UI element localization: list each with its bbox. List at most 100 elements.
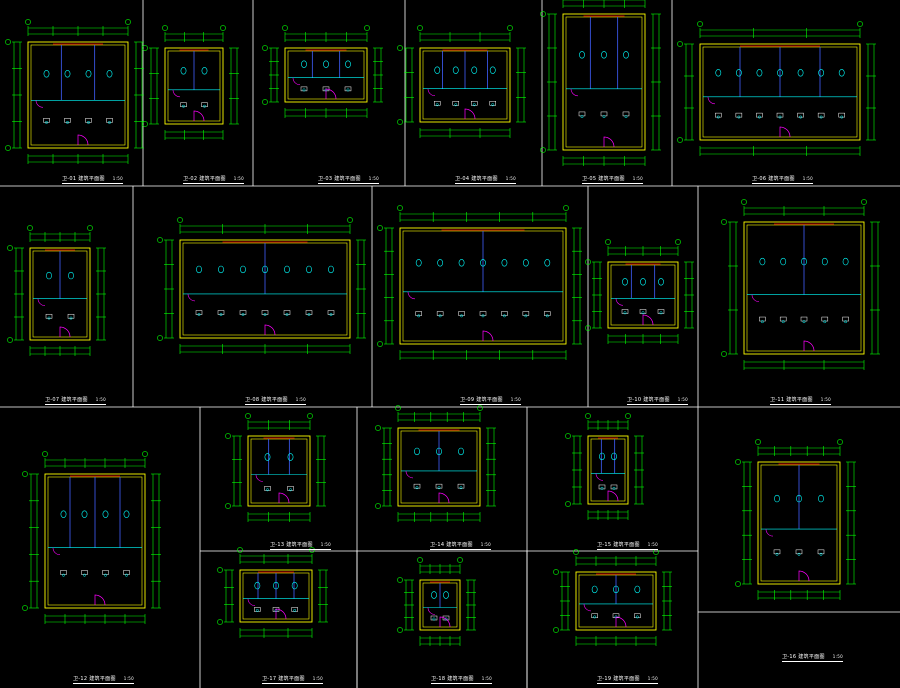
toilet-fixture — [599, 452, 605, 461]
axis-bubble — [553, 569, 559, 575]
toilet-fixture — [287, 453, 294, 461]
toilet-fixture — [601, 51, 607, 59]
floor-plan-18 — [397, 557, 476, 646]
drain-fixture — [45, 120, 48, 124]
drain-fixture — [346, 88, 350, 92]
floor-plan-12 — [22, 451, 161, 624]
drain-fixture — [454, 103, 458, 107]
basin-fixture — [106, 118, 113, 123]
drain-fixture — [760, 320, 764, 324]
door-swing — [278, 492, 290, 504]
drain-fixture — [635, 615, 639, 619]
drain-fixture — [62, 573, 65, 577]
caption-underline — [270, 549, 331, 550]
axis-bubble — [585, 413, 591, 419]
drain-fixture — [823, 320, 827, 324]
axis-bubble — [87, 225, 93, 231]
plan-caption-scale: 1:50 — [295, 397, 306, 402]
toilet-fixture — [262, 265, 268, 274]
toilet-fixture — [471, 66, 478, 74]
basin-fixture — [600, 111, 608, 117]
axis-bubble — [142, 451, 148, 457]
axis-bubble — [157, 237, 163, 243]
plan-caption-scale: 1:50 — [123, 676, 134, 681]
plan-caption-scale: 1:50 — [677, 397, 688, 402]
toilet-fixture — [46, 271, 52, 280]
drain-fixture — [69, 316, 73, 320]
axis-bubble — [397, 205, 403, 211]
basin-fixture — [598, 484, 606, 490]
basin-fixture — [434, 101, 441, 106]
drain-fixture — [47, 316, 51, 320]
axis-bubble — [721, 351, 727, 357]
outer-wall — [743, 221, 865, 355]
door-swing — [94, 594, 106, 606]
basin-fixture — [415, 311, 422, 316]
toilet-fixture — [106, 70, 113, 78]
door-swing — [438, 492, 450, 504]
basin-fixture — [283, 310, 291, 315]
drain-fixture — [203, 104, 206, 108]
toilet-fixture — [68, 271, 74, 280]
toilet-fixture — [458, 259, 465, 267]
outer-wall — [699, 43, 861, 141]
basin-fixture — [287, 486, 294, 491]
floor-plan-7 — [7, 225, 106, 356]
stall-door — [52, 547, 61, 555]
toilet-fixture — [436, 447, 442, 456]
axis-bubble — [585, 259, 591, 265]
drain-fixture — [641, 311, 645, 315]
drain-fixture — [844, 320, 848, 324]
basin-fixture — [489, 101, 496, 106]
toilet-fixture — [345, 60, 351, 68]
basin-fixture — [201, 102, 208, 107]
door-swing — [77, 134, 89, 146]
toilet-fixture — [613, 585, 619, 594]
toilet-fixture — [180, 67, 187, 75]
toilet-fixture — [658, 278, 664, 286]
stall-door — [615, 298, 624, 306]
drain-fixture — [600, 486, 604, 490]
toilet-fixture — [328, 265, 334, 274]
axis-bubble — [375, 503, 381, 509]
drain-fixture — [737, 115, 741, 119]
plan-caption-scale: 1:50 — [510, 397, 521, 402]
basin-fixture — [217, 310, 225, 315]
toilet-fixture — [85, 70, 92, 78]
basin-fixture — [452, 101, 459, 106]
axis-bubble — [162, 25, 168, 31]
inner-wall — [30, 44, 126, 146]
drain-fixture — [840, 115, 844, 119]
drain-fixture — [775, 552, 779, 556]
basin-fixture — [305, 310, 313, 315]
plan-caption-scale: 1:50 — [95, 397, 106, 402]
axis-bubble — [142, 45, 148, 51]
axis-bubble — [857, 21, 863, 27]
drain-fixture — [602, 115, 606, 119]
axis-bubble — [22, 471, 28, 477]
axis-bubble — [625, 413, 631, 419]
axis-bubble — [125, 19, 131, 25]
axis-bubble — [417, 557, 423, 563]
stall-door — [427, 607, 436, 615]
drain-fixture — [778, 115, 782, 119]
outer-wall — [397, 427, 481, 507]
toilet-fixture — [522, 259, 529, 267]
axis-bubble — [225, 503, 231, 509]
axis-bubble — [565, 501, 571, 507]
stall-door — [570, 88, 579, 97]
basin-fixture — [773, 549, 781, 555]
floor-plan-11 — [721, 199, 880, 370]
axis-bubble — [397, 627, 403, 633]
drain-fixture — [819, 552, 823, 556]
basin-fixture — [344, 86, 352, 92]
toilet-fixture — [818, 494, 824, 503]
toilet-fixture — [634, 585, 641, 594]
toilet-fixture — [623, 51, 629, 59]
axis-bubble — [177, 217, 183, 223]
axis-bubble — [605, 239, 611, 245]
floor-plan-1 — [5, 19, 144, 164]
